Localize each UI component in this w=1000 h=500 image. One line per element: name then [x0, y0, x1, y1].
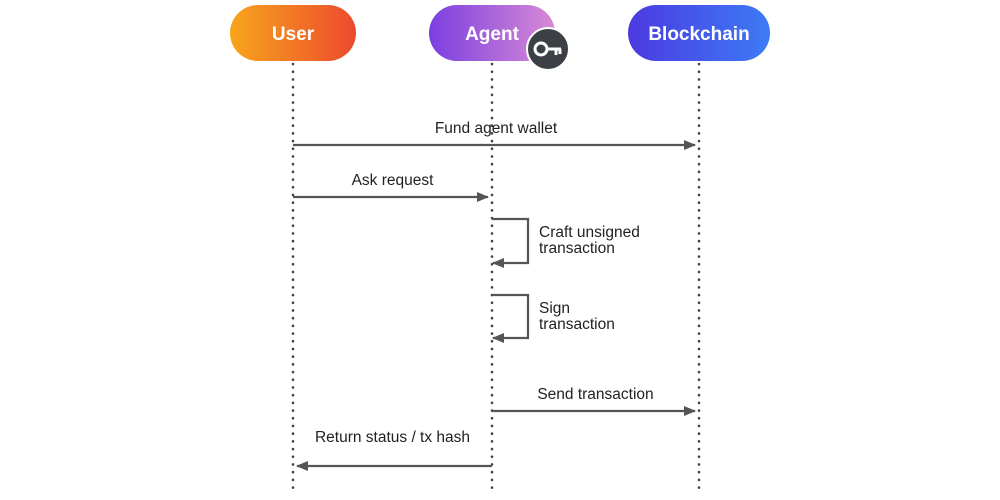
actor-user-label: User — [272, 24, 315, 45]
actor-agent-label: Agent — [465, 24, 520, 45]
actors: User Agent Blockchain — [230, 5, 770, 71]
message-6: Return status / tx hash — [296, 429, 492, 471]
message-5: Send transaction — [492, 386, 696, 416]
actor-user-pill — [230, 5, 356, 61]
message-1: Fund agent wallet — [293, 120, 696, 150]
actor-user: User — [230, 5, 356, 61]
actor-blockchain: Blockchain — [628, 5, 770, 61]
actor-agent-pill — [429, 5, 555, 61]
message-6-label: Return status / tx hash — [315, 429, 470, 446]
key-icon — [526, 27, 570, 71]
message-5-label: Send transaction — [537, 386, 653, 403]
message-4-label: transaction — [539, 316, 615, 333]
message-3-arrow — [492, 217, 530, 268]
message-2-label: Ask request — [352, 172, 435, 189]
message-1-label: Fund agent wallet — [435, 120, 558, 137]
actor-blockchain-pill — [628, 5, 770, 61]
message-3-label: transaction — [539, 240, 615, 257]
actor-blockchain-label: Blockchain — [648, 24, 749, 45]
message-4-arrow — [492, 293, 530, 343]
message-4-label: Sign — [539, 300, 570, 317]
message-2: Ask request — [293, 172, 489, 202]
message-3-label: Craft unsigned — [539, 224, 640, 241]
actor-agent: Agent — [429, 5, 555, 61]
